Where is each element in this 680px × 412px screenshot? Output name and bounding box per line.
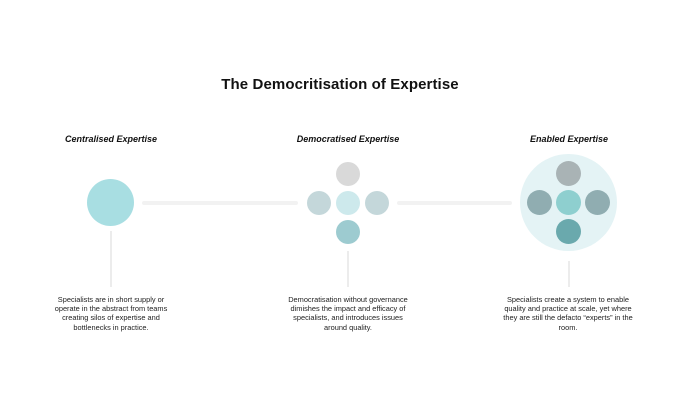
caption-democratised: Democratisation without governance dimis… [288,295,408,332]
heading-centralised: Centralised Expertise [64,134,158,144]
enabled-dot-right [585,190,610,215]
enabled-dot-top [556,161,581,186]
connector-right [397,201,512,205]
specialist-dot-right [365,191,389,215]
connector-left [142,201,298,205]
specialist-dot-bottom [336,220,360,244]
enabled-dot-center [556,190,581,215]
specialist-dot-left [307,191,331,215]
drop-line-centralised [110,231,112,287]
diagram-title: The Democritisation of Expertise [221,76,459,93]
drop-line-democratised [347,251,349,287]
enabled-dot-bottom [556,219,581,244]
caption-enabled: Specialists create a system to enable qu… [503,295,633,332]
specialist-circle-central [87,179,134,226]
heading-enabled: Enabled Expertise [529,134,609,144]
drop-line-enabled [568,261,570,287]
specialist-dot-top [336,162,360,186]
caption-centralised: Specialists are in short supply or opera… [54,295,168,332]
heading-democratised: Democratised Expertise [296,134,400,144]
specialist-dot-center [336,191,360,215]
enabled-dot-left [527,190,552,215]
